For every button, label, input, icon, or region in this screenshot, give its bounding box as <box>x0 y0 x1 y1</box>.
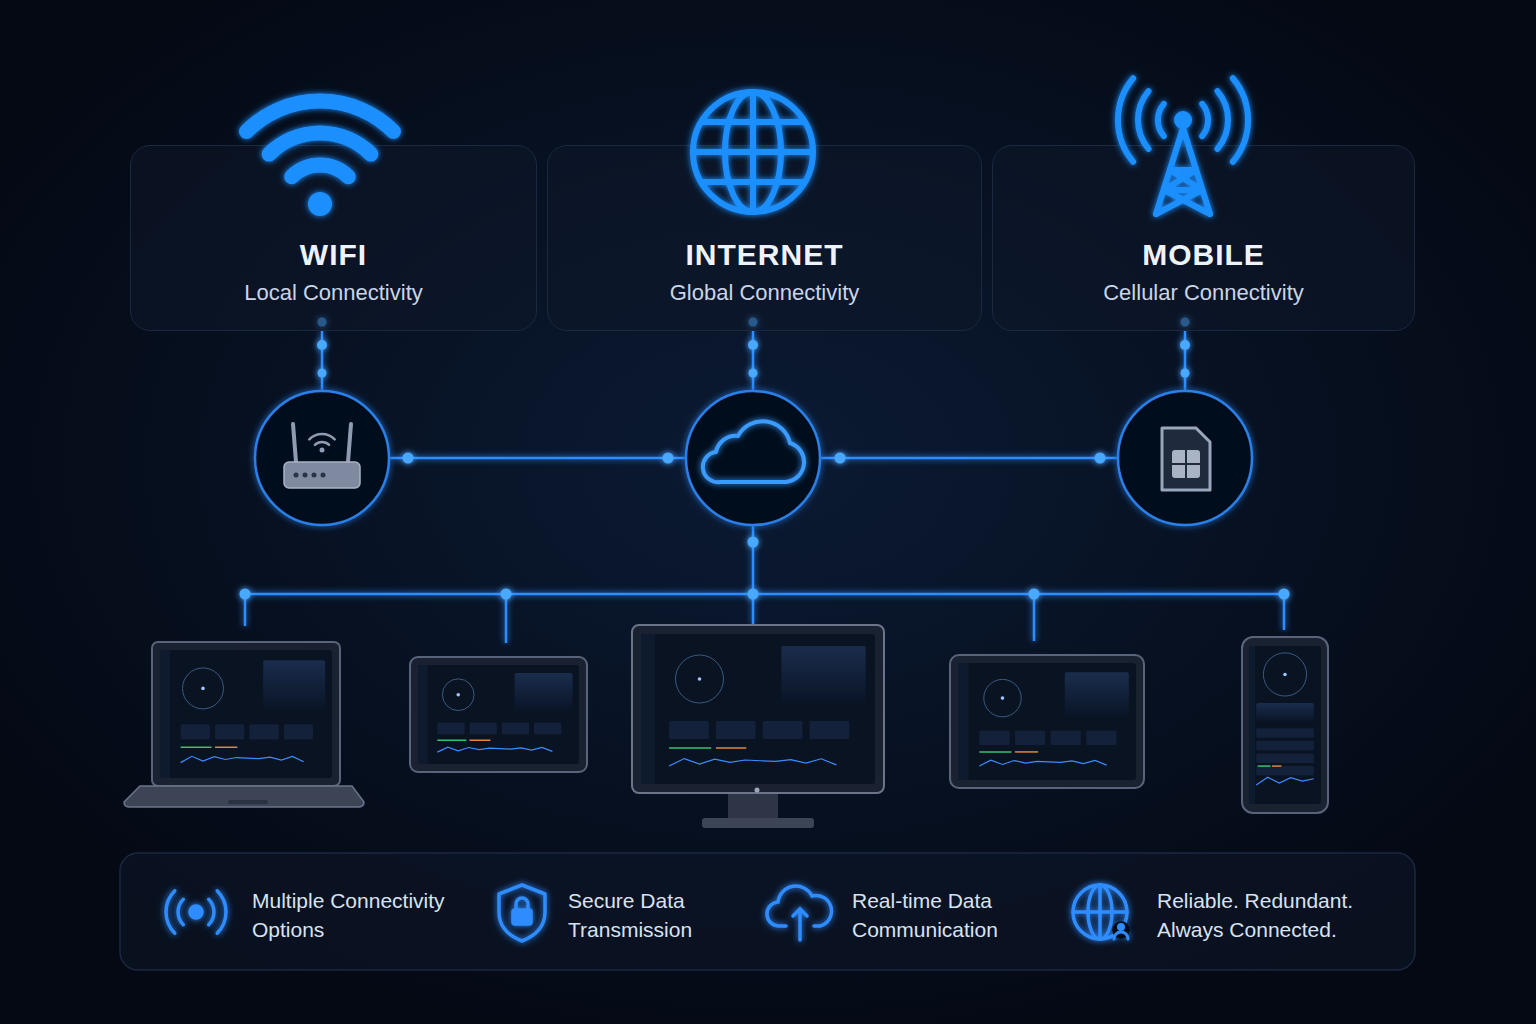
sim-card-icon <box>1162 428 1210 490</box>
box-heading: WIFI <box>131 237 536 273</box>
wire-dots <box>240 318 1290 600</box>
cell-tower-icon <box>1118 78 1248 214</box>
feature-text: Real-time Data Communication <box>852 886 1048 944</box>
box-content: MOBILE Cellular Connectivity <box>993 146 1414 306</box>
globe-icon <box>693 92 813 212</box>
tablet <box>410 657 587 772</box>
box-heading: MOBILE <box>993 237 1414 273</box>
box-subtitle: Global Connectivity <box>548 280 981 306</box>
dashboard-screen <box>160 650 332 778</box>
feature-text: Secure Data Transmission <box>568 886 746 944</box>
feature-text: Reliable. Redundant. Always Connected. <box>1157 886 1395 944</box>
laptop <box>124 642 364 807</box>
dashboard-screen <box>641 634 875 784</box>
wifi-dot <box>308 192 332 216</box>
connectivity-box: MOBILE Cellular Connectivity <box>992 145 1415 331</box>
connectivity-box: WIFI Local Connectivity <box>130 145 537 331</box>
connectivity-box: INTERNET Global Connectivity <box>547 145 982 331</box>
smartphone <box>1242 637 1328 813</box>
device-screens <box>160 634 1321 804</box>
box-content: INTERNET Global Connectivity <box>548 146 981 306</box>
dashboard-screen <box>418 665 579 764</box>
network-wires <box>245 331 1284 643</box>
box-subtitle: Local Connectivity <box>131 280 536 306</box>
tower-dot <box>1174 111 1192 129</box>
tablet <box>950 655 1144 788</box>
dashboard-screen <box>1249 646 1321 804</box>
router-icon <box>284 424 360 488</box>
wifi-icon <box>247 101 394 177</box>
desktop-monitor <box>632 625 884 828</box>
box-subtitle: Cellular Connectivity <box>993 280 1414 306</box>
feature-text: Multiple Connectivity Options <box>252 886 484 944</box>
hub-circles <box>255 391 1252 525</box>
dashboard-screen <box>958 663 1136 780</box>
box-heading: INTERNET <box>548 237 981 273</box>
feature-panel <box>120 853 1415 970</box>
box-content: WIFI Local Connectivity <box>131 146 536 306</box>
cloud-icon <box>703 421 804 482</box>
